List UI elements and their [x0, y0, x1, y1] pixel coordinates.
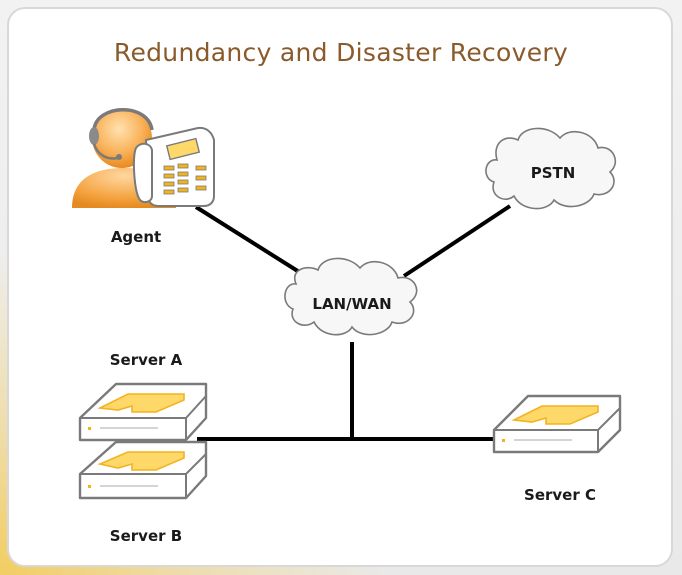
diagram-title: Redundancy and Disaster Recovery [113, 38, 569, 67]
desk-phone-icon [132, 126, 215, 207]
server-a-icon [78, 382, 208, 442]
agent-label: Agent [110, 228, 162, 246]
pstn-cloud-icon [485, 127, 616, 210]
connections [194, 204, 512, 441]
server-c-icon [492, 394, 622, 454]
lanwan-label: LAN/WAN [312, 295, 392, 313]
link-agent-lanwan [194, 205, 306, 277]
server-c-label: Server C [524, 486, 596, 504]
server-b-label: Server B [109, 527, 183, 545]
pstn-label: PSTN [530, 164, 576, 182]
server-a-label: Server A [109, 351, 183, 369]
link-pstn-lanwan [402, 204, 512, 278]
server-b-icon [78, 440, 208, 500]
lanwan-cloud-icon [284, 257, 418, 336]
